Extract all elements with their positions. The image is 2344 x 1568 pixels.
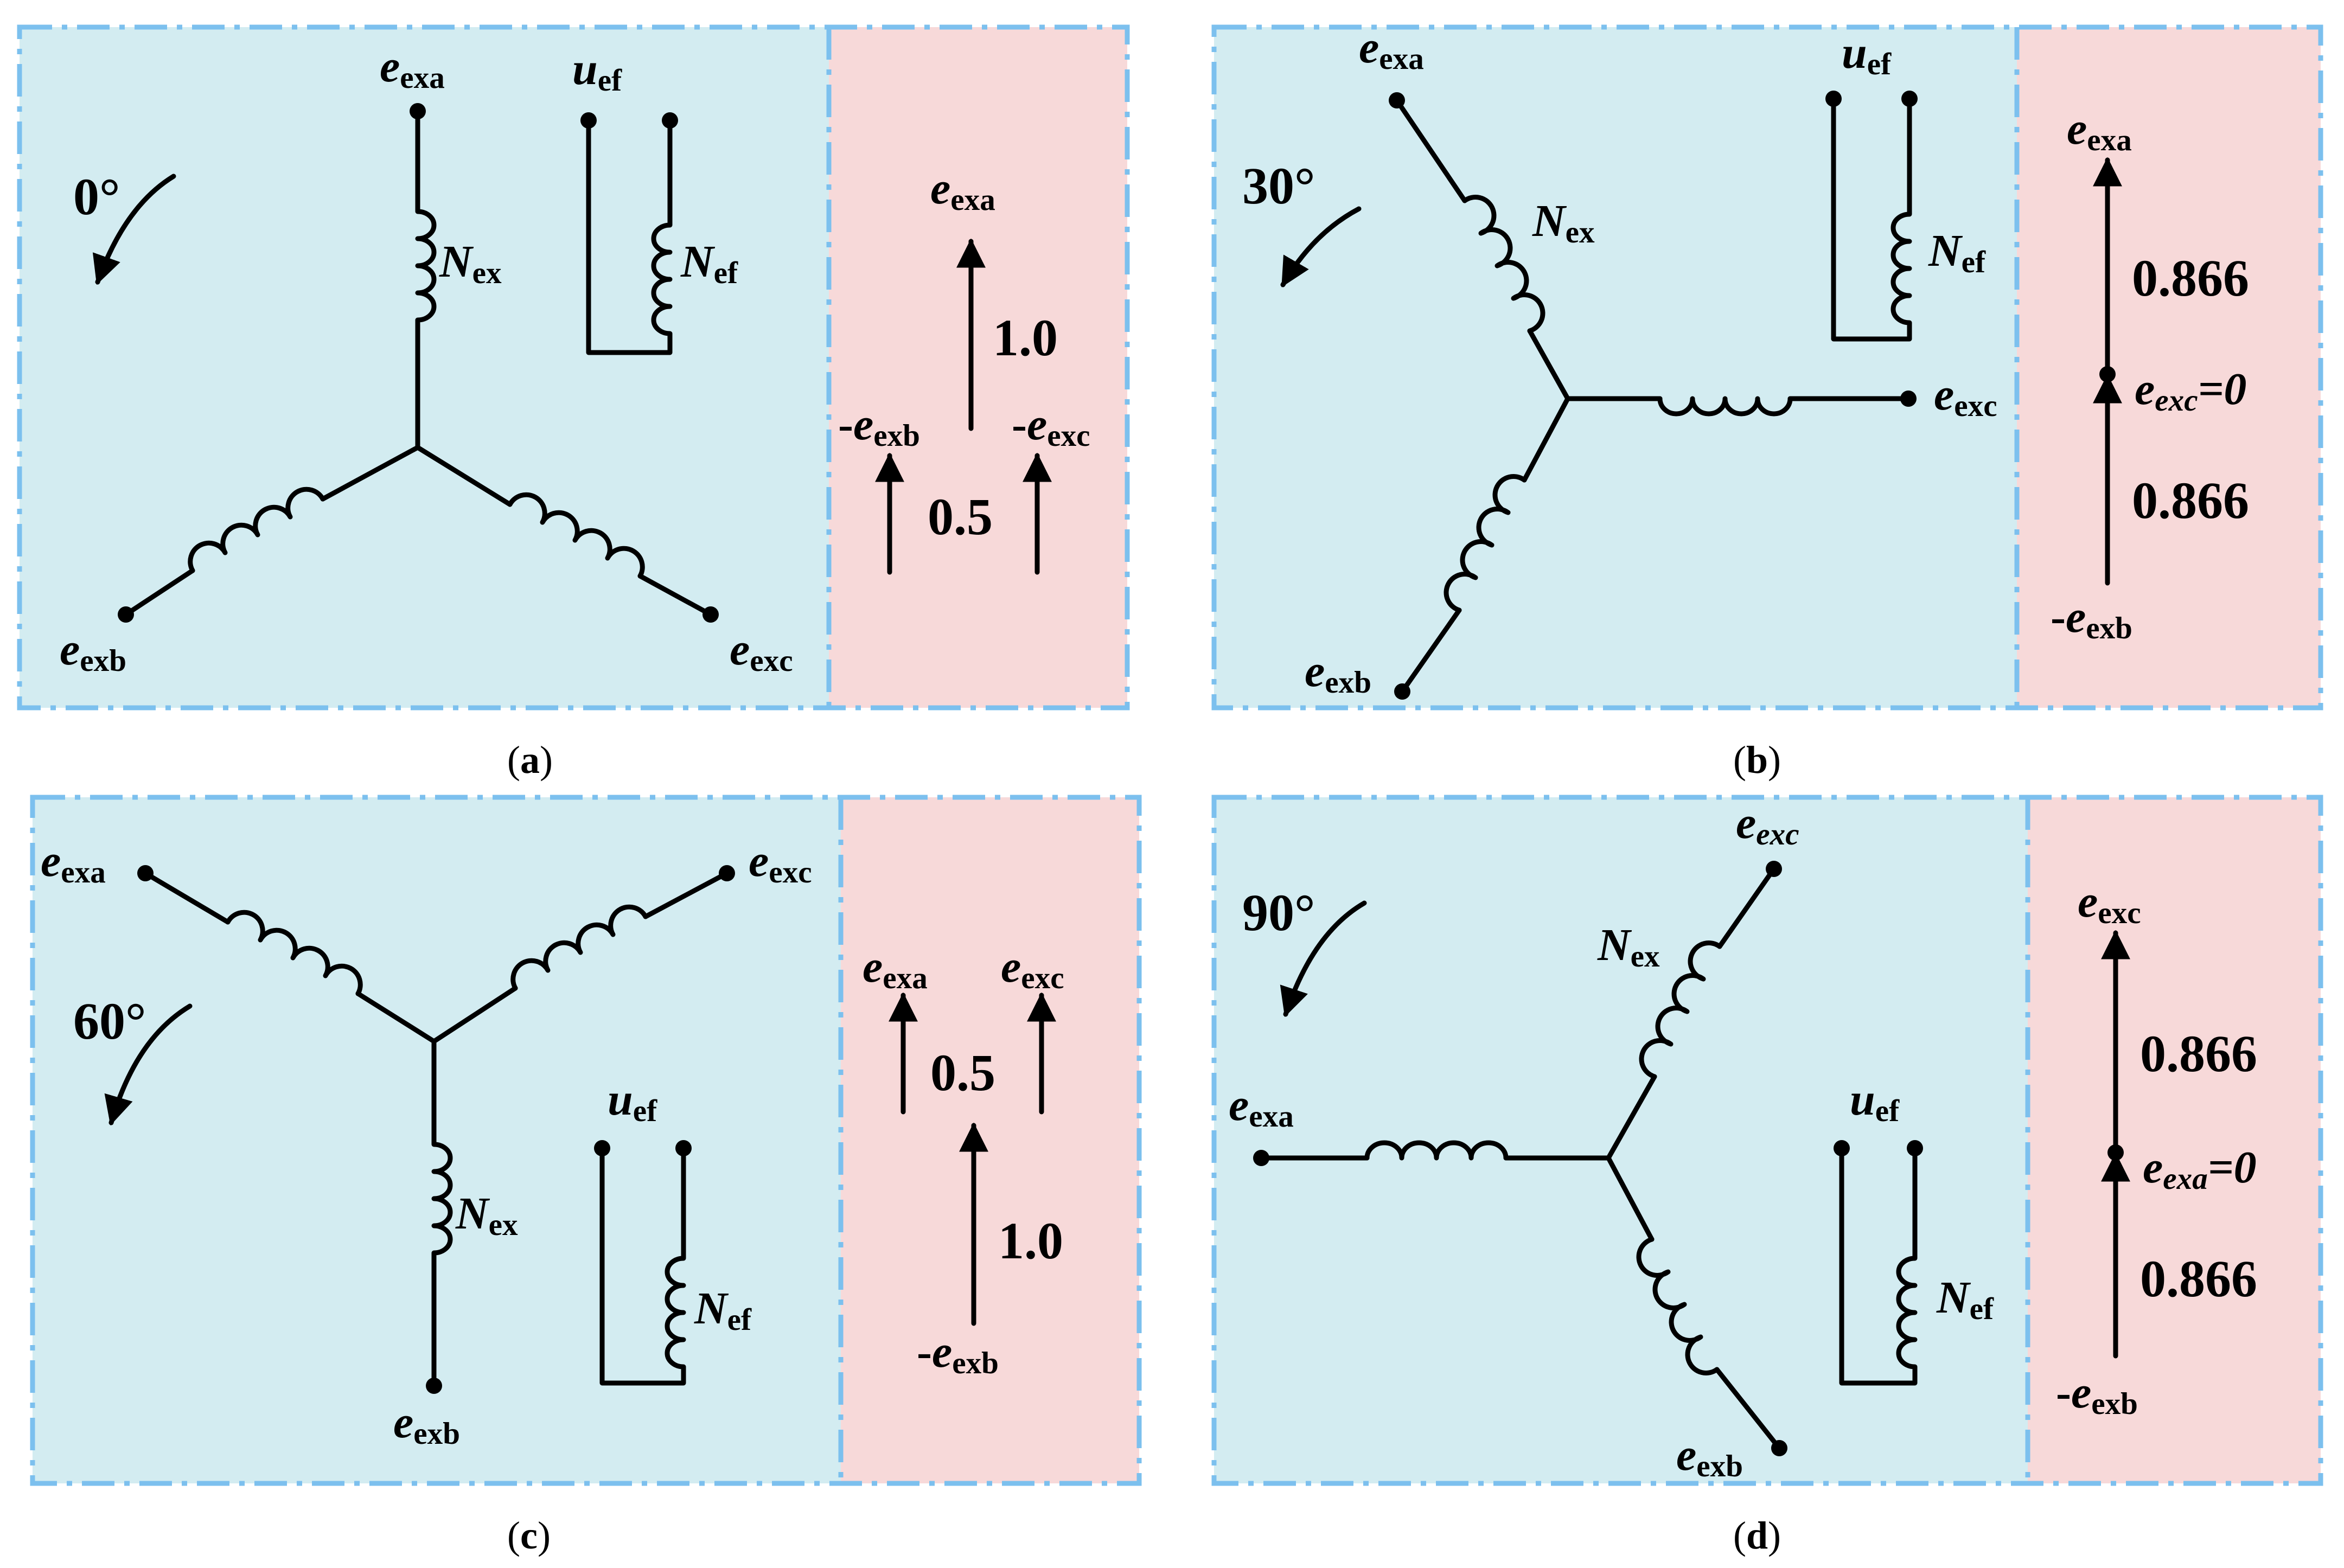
terminal-b-label: eexb xyxy=(393,1397,460,1451)
star-winding xyxy=(1253,861,1787,1456)
phasor-diagram xyxy=(875,238,1052,575)
field-winding xyxy=(580,112,678,355)
rotation-angle-label: 0° xyxy=(73,168,120,226)
terminal-a-dot xyxy=(410,103,426,119)
terminal-c-label: eexc xyxy=(1736,798,1799,852)
field-winding xyxy=(594,1140,692,1386)
rotation-arrow xyxy=(1280,900,1367,1017)
phasor-main-label: eexa xyxy=(930,163,995,217)
rotation-angle-label: 30° xyxy=(1242,157,1315,215)
star-winding xyxy=(118,103,719,623)
phasor-bottom-label: -eexb xyxy=(2051,592,2132,645)
caption-c: (c) xyxy=(507,1514,551,1557)
field-voltage-label: uef xyxy=(572,44,622,98)
value-lower: 0.866 xyxy=(2132,471,2249,529)
winding-ef-label: Nef xyxy=(1928,226,1986,279)
panel-c: 60° eexa eexc eexb Nex uef Nef xyxy=(30,795,1142,1557)
star-winding xyxy=(1389,92,1917,700)
phasor-mid-label: eexa=0 xyxy=(2143,1142,2257,1196)
phasor-diagram xyxy=(2101,930,2130,1359)
field-voltage-label: uef xyxy=(1850,1074,1900,1128)
caption-d: (d) xyxy=(1733,1514,1781,1557)
phasor-bottom-label: -eexb xyxy=(2056,1367,2138,1421)
phasor-neg-c-label: -eexc xyxy=(1012,399,1090,453)
winding-ex-label: Nex xyxy=(439,236,502,290)
panel-a: 0° eexa eexb eexc Nex uef Nef xyxy=(17,24,1130,782)
phasor-neg-b-label: -eexb xyxy=(917,1327,999,1380)
winding-ef-label: Nef xyxy=(1936,1272,1994,1326)
terminal-b-label: eexb xyxy=(60,624,126,678)
phasor-top-label: eexa xyxy=(2067,104,2132,157)
value-small: 0.5 xyxy=(930,1044,995,1102)
field-voltage-label: uef xyxy=(1842,28,1892,81)
field-voltage-label: uef xyxy=(608,1074,657,1128)
rotation-angle-label: 90° xyxy=(1242,884,1315,942)
phasor-c-label: eexc xyxy=(1001,942,1064,995)
rotation-arrow xyxy=(104,1003,193,1126)
terminal-b-label: eexb xyxy=(1305,646,1371,700)
winding-ex-label: Nex xyxy=(1597,920,1660,974)
phasor-midpoint xyxy=(2099,366,2116,382)
winding-ef-label: Nef xyxy=(694,1283,752,1337)
value-main: 1.0 xyxy=(993,309,1058,367)
rotation-arrow xyxy=(92,174,176,285)
field-winding xyxy=(1825,91,1918,342)
phasor-neg-b-label: -eexb xyxy=(838,399,920,453)
value-upper: 0.866 xyxy=(2132,249,2249,307)
phasor-a-label: eexa xyxy=(863,942,928,995)
terminal-b-label: eexb xyxy=(1676,1430,1743,1483)
terminal-b-dot xyxy=(118,606,134,623)
phasor-mid-label: eexc=0 xyxy=(2135,364,2246,418)
caption-a: (a) xyxy=(507,738,553,782)
panel-b: 30° eexa eexc eexb Nex uef Nef xyxy=(1211,22,2323,782)
rotation-arrow xyxy=(1280,206,1362,287)
phasor-top-label: eexc xyxy=(2078,876,2141,930)
terminal-c-label: eexc xyxy=(749,836,812,889)
value-upper: 0.866 xyxy=(2140,1025,2257,1083)
caption-b: (b) xyxy=(1733,738,1781,782)
terminal-c-dot xyxy=(702,606,719,623)
winding-ex-label: Nex xyxy=(455,1188,518,1242)
terminal-c-label: eexc xyxy=(1934,369,1997,423)
winding-ef-label: Nef xyxy=(680,236,738,290)
terminal-a-label: eexa xyxy=(41,836,106,889)
winding-ex-label: Nex xyxy=(1532,196,1595,249)
terminal-a-label: eexa xyxy=(1229,1080,1294,1134)
terminal-c-label: eexc xyxy=(730,624,793,678)
terminal-a-label: eexa xyxy=(380,41,445,95)
terminal-a-label: eexa xyxy=(1359,22,1424,76)
panel-d: 90° eexa eexc eexb Nex uef Nef xyxy=(1211,795,2323,1557)
field-winding xyxy=(1834,1140,1923,1386)
star-winding xyxy=(137,865,735,1394)
phasor-diagram xyxy=(889,992,1056,1326)
value-lower: 0.866 xyxy=(2140,1250,2257,1308)
value-main: 1.0 xyxy=(998,1212,1063,1270)
rotation-angle-label: 60° xyxy=(73,992,146,1050)
phasor-midpoint xyxy=(2107,1144,2124,1161)
phasor-diagram xyxy=(2093,157,2122,586)
value-small: 0.5 xyxy=(928,488,993,546)
